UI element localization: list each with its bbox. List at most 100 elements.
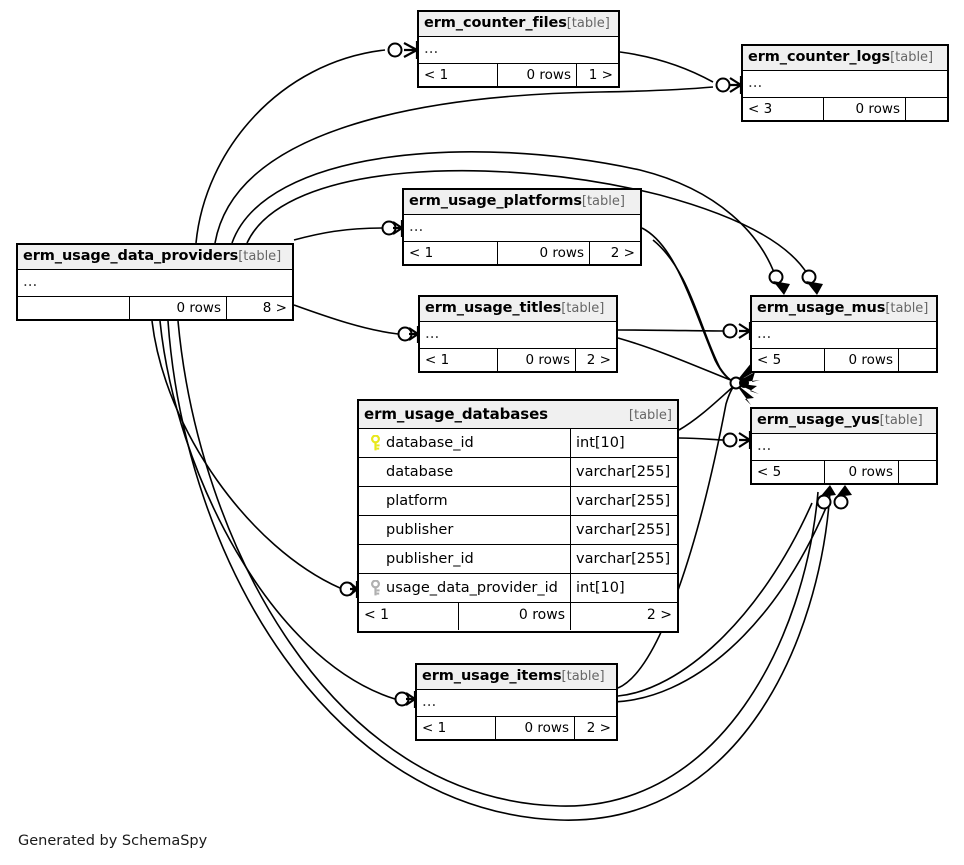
column-type: varchar[255] xyxy=(570,458,677,486)
table-header: erm_usage_mus [table] xyxy=(752,297,936,322)
edge-platforms-usage-yus xyxy=(652,239,736,384)
child-count: 8 > xyxy=(226,297,292,321)
table-footer: < 1 0 rows 2 > xyxy=(359,603,677,630)
table-title: erm_usage_items xyxy=(422,668,562,684)
table-title: erm_counter_files xyxy=(424,15,567,31)
row-count: 0 rows xyxy=(495,717,574,741)
table-node-erm_counter_logs[interactable]: erm_counter_logs [table] ... < 3 0 rows xyxy=(741,44,949,122)
table-header: erm_counter_logs [table] xyxy=(743,46,947,71)
column-name: database_id xyxy=(386,435,474,451)
table-columns-collapsed: ... xyxy=(419,37,618,64)
table-node-erm_counter_files[interactable]: erm_counter_files [table] ... < 1 0 rows… xyxy=(417,10,620,88)
column-name: platform xyxy=(386,493,448,509)
parent-count: < 1 xyxy=(364,607,390,623)
edge-databases-convergence xyxy=(678,385,735,431)
row-count: 0 rows xyxy=(824,461,898,485)
generated-by-credit: Generated by SchemaSpy xyxy=(18,833,208,849)
table-footer: < 5 0 rows xyxy=(752,349,936,373)
edge-titles-usage-mus xyxy=(617,329,724,332)
table-type-tag: [table] xyxy=(879,413,923,428)
parent-count: < 1 xyxy=(424,67,449,83)
table-type-tag: [table] xyxy=(561,669,605,684)
table-node-erm_usage_platforms[interactable]: erm_usage_platforms [table] ... < 1 0 ro… xyxy=(402,188,642,266)
edge-providers-usage-platforms xyxy=(293,227,383,241)
parent-count xyxy=(18,297,129,321)
table-title: erm_usage_data_providers xyxy=(23,248,239,264)
table-footer: < 1 0 rows 2 > xyxy=(417,717,616,741)
table-header: erm_usage_titles [table] xyxy=(420,297,616,322)
row-count: 0 rows xyxy=(823,98,905,122)
edge-counter-files-counter-logs xyxy=(619,51,714,83)
edge-providers-usage-databases xyxy=(151,320,341,589)
parent-count: < 5 xyxy=(757,464,782,480)
row-count: 0 rows xyxy=(497,349,575,373)
table-node-erm_usage_titles[interactable]: erm_usage_titles [table] ... < 1 0 rows … xyxy=(418,295,618,373)
endpoint-usage-yus-bottom xyxy=(816,485,852,510)
column-type: varchar[255] xyxy=(570,487,677,515)
table-header: erm_usage_platforms [table] xyxy=(404,190,640,215)
table-type-tag: [table] xyxy=(581,194,625,209)
column-name: usage_data_provider_id xyxy=(386,580,558,596)
table-title: erm_usage_yus xyxy=(757,412,880,428)
row-count: 0 rows xyxy=(458,603,570,630)
endpoint-usage-platforms-left xyxy=(381,220,404,237)
edge-providers-usage-titles xyxy=(293,304,399,335)
endpoint-usage-titles-left xyxy=(397,326,420,343)
table-title: erm_usage_databases xyxy=(364,405,548,423)
table-header: erm_counter_files [table] xyxy=(419,12,618,37)
table-columns-collapsed: ... xyxy=(404,215,640,242)
table-columns-collapsed: ... xyxy=(420,322,616,349)
child-count: 2 > xyxy=(575,349,616,373)
table-columns-collapsed: ... xyxy=(18,270,292,297)
child-count: 1 > xyxy=(576,64,618,88)
child-count xyxy=(898,461,936,485)
edge-titles-convergence xyxy=(617,337,734,382)
column-name-cell: database xyxy=(359,464,570,480)
column-type: int[10] xyxy=(570,429,677,457)
table-node-erm_usage_mus[interactable]: erm_usage_mus [table] ... < 5 0 rows xyxy=(750,295,938,373)
column-name-cell: publisher xyxy=(359,522,570,538)
parent-count: < 3 xyxy=(748,101,773,117)
table-title: erm_usage_platforms xyxy=(409,193,582,209)
row-count: 0 rows xyxy=(497,64,576,88)
table-node-erm_usage_items[interactable]: erm_usage_items [table] ... < 1 0 rows 2… xyxy=(415,663,618,741)
table-title: erm_usage_titles xyxy=(425,300,562,316)
table-title: erm_counter_logs xyxy=(748,49,891,65)
table-node-erm_usage_yus[interactable]: erm_usage_yus [table] ... < 5 0 rows xyxy=(750,407,938,485)
table-header: erm_usage_data_providers [table] xyxy=(18,245,292,270)
column-row[interactable]: platform varchar[255] xyxy=(359,487,677,516)
column-type: varchar[255] xyxy=(570,516,677,544)
table-header: erm_usage_databases [table] xyxy=(359,401,677,429)
edge-providers-counter-files xyxy=(195,49,386,244)
table-header: erm_usage_items [table] xyxy=(417,665,616,690)
table-footer: < 1 0 rows 1 > xyxy=(419,64,618,88)
row-count: 0 rows xyxy=(824,349,898,373)
table-columns-collapsed: ... xyxy=(752,322,936,349)
endpoint-usage-mus-left xyxy=(722,322,752,340)
column-row[interactable]: database_id int[10] xyxy=(359,429,677,458)
child-count xyxy=(905,98,947,122)
endpoint-usage-databases-left xyxy=(339,581,359,598)
table-node-erm_usage_data_providers[interactable]: erm_usage_data_providers [table] ... 0 r… xyxy=(16,243,294,321)
table-type-tag: [table] xyxy=(238,249,282,264)
table-footer: < 1 0 rows 2 > xyxy=(404,242,640,266)
table-type-tag: [table] xyxy=(885,301,929,316)
column-type: varchar[255] xyxy=(570,545,677,573)
parent-count: < 1 xyxy=(422,720,447,736)
table-node-erm_usage_databases[interactable]: erm_usage_databases [table] database_id i… xyxy=(357,399,679,633)
parent-count: < 5 xyxy=(757,352,782,368)
table-footer: < 5 0 rows xyxy=(752,461,936,485)
column-name-cell: platform xyxy=(359,493,570,509)
foreign-key-icon xyxy=(365,580,386,596)
table-columns-collapsed: ... xyxy=(743,71,947,98)
column-name-cell: publisher_id xyxy=(359,551,570,567)
row-count: 0 rows xyxy=(129,297,226,321)
parent-count: < 1 xyxy=(425,352,450,368)
table-footer: < 1 0 rows 2 > xyxy=(420,349,616,373)
table-footer: < 3 0 rows xyxy=(743,98,947,122)
